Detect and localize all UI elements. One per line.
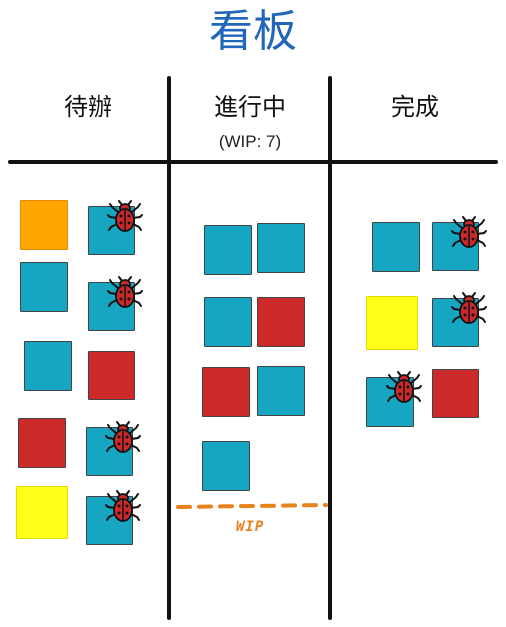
- card-done-red[interactable]: [432, 369, 479, 418]
- card-todo-blue[interactable]: [20, 262, 68, 312]
- card-in-progress-red[interactable]: [202, 367, 250, 417]
- card-in-progress-blue[interactable]: [257, 366, 305, 416]
- bug-icon: [451, 290, 487, 332]
- wip-limit-note: (WIP: 7): [218, 132, 282, 151]
- card-todo-yellow[interactable]: [16, 486, 68, 539]
- card-done-yellow[interactable]: [366, 296, 418, 350]
- card-in-progress-blue[interactable]: [204, 297, 252, 347]
- wip-limit-line: [176, 503, 328, 509]
- wip-limit-label: WIP: [236, 519, 265, 535]
- card-in-progress-blue[interactable]: [202, 441, 250, 491]
- column-divider-left: [167, 76, 171, 620]
- column-header-done: 完成: [391, 93, 439, 121]
- card-in-progress-blue[interactable]: [204, 225, 252, 275]
- card-todo-red[interactable]: [88, 351, 135, 400]
- card-in-progress-blue[interactable]: [257, 223, 305, 273]
- bug-icon: [386, 369, 422, 411]
- card-in-progress-red[interactable]: [257, 297, 305, 347]
- bug-icon: [451, 214, 487, 256]
- card-done-blue[interactable]: [372, 222, 420, 272]
- card-todo-red[interactable]: [18, 418, 66, 468]
- bug-icon: [107, 274, 143, 316]
- board-title: 看板: [209, 6, 297, 57]
- bug-icon: [105, 419, 141, 461]
- column-header-todo: 待辦: [64, 93, 112, 121]
- bug-icon: [107, 198, 143, 240]
- card-todo-blue[interactable]: [24, 341, 72, 391]
- card-todo-orange[interactable]: [20, 200, 68, 250]
- column-header-in-progress: 進行中: [214, 93, 286, 121]
- bug-icon: [105, 488, 141, 530]
- column-divider-right: [328, 76, 332, 620]
- header-divider: [8, 160, 498, 164]
